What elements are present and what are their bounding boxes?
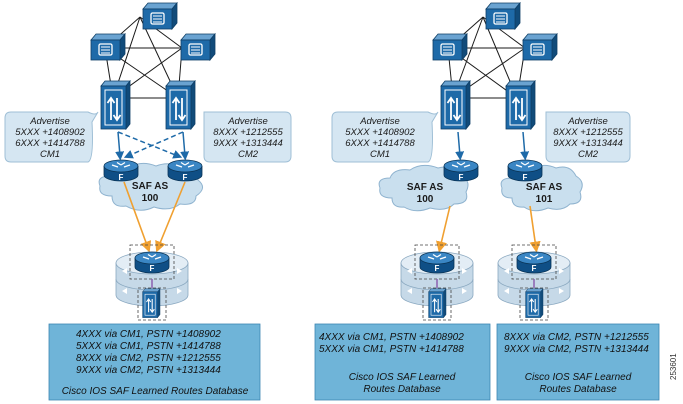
right-callout-cm1-line-3: 6XXX +1414788 [345, 138, 415, 149]
right-db1-line-1: 4XXX via CM1, PSTN +1408902 [319, 332, 464, 343]
right-callout-cm2-line-2: 8XXX +1212555 [553, 127, 623, 138]
right-ring-1-cm-icon [428, 288, 447, 319]
right-saf-as-2-label: SAF AS [526, 182, 563, 193]
right-router-1-letter: F [459, 173, 464, 182]
left-db-line-1: 4XXX via CM1, PSTN +1408902 [76, 329, 221, 340]
right-db2-line-2: 9XXX via CM2, PSTN +1313444 [504, 344, 649, 355]
left-callout-cm1: Advertise 5XXX +1408902 6XXX +1414788 CM… [4, 111, 99, 163]
figure-number: 253601 [669, 353, 678, 380]
right-routes-database-1: 4XXX via CM1, PSTN +1408902 5XXX via CM1… [314, 323, 491, 401]
right-callout-cm2: Advertise 8XXX +1212555 9XXX +1313444 CM… [545, 111, 631, 163]
left-callout-cm2: Advertise 8XXX +1212555 9XXX +1313444 CM… [203, 111, 292, 163]
left-callout-cm1-line-2: 5XXX +1408902 [15, 127, 85, 138]
right-routes-database-2: 8XXX via CM2, PSTN +1212555 9XXX via CM2… [496, 323, 660, 401]
left-callout-cm1-line-3: 6XXX +1414788 [15, 138, 85, 149]
right-ring-2-cm-icon [525, 288, 544, 319]
right-db2-title-2: Routes Database [539, 384, 617, 395]
left-callout-cm2-line-3: 9XXX +1313444 [213, 138, 282, 149]
right-ring-1-router-letter: F [435, 264, 440, 273]
right-db2-title-1: Cisco IOS SAF Learned [525, 372, 632, 383]
left-router-1-letter: F [119, 173, 124, 182]
right-saf-as-1-number: 100 [417, 194, 434, 205]
right-callout-cm2-line-1: Advertise [567, 116, 608, 127]
right-mid-right-server-icon [522, 33, 558, 61]
right-cm2-server-icon [505, 80, 536, 130]
right-ring-2-router-letter: F [532, 264, 537, 273]
left-diagram: Advertise 5XXX +1408902 6XXX +1414788 CM… [4, 2, 292, 401]
left-routes-database: 4XXX via CM1, PSTN +1408902 5XXX via CM1… [48, 323, 261, 401]
right-saf-as-2-number: 101 [536, 194, 553, 205]
left-mid-left-server-icon [90, 33, 126, 61]
right-cm1-server-icon [440, 80, 471, 130]
right-db1-title-1: Cisco IOS SAF Learned [349, 372, 456, 383]
right-saf-as-1-label: SAF AS [407, 182, 444, 193]
right-mid-left-server-icon [432, 33, 468, 61]
right-callout-cm2-line-3: 9XXX +1313444 [553, 138, 622, 149]
left-db-line-2: 5XXX via CM1, PSTN +1414788 [76, 341, 221, 352]
left-cm1-server-icon [100, 80, 131, 130]
left-db-line-4: 9XXX via CM2, PSTN +1313444 [76, 365, 221, 376]
right-callout-cm1: Advertise 5XXX +1408902 6XXX +1414788 CM… [331, 111, 439, 163]
left-mid-right-server-icon [180, 33, 216, 61]
left-saf-as-number: 100 [142, 193, 159, 204]
left-callout-cm2-line-1: Advertise [227, 116, 268, 127]
left-top-server-icon [142, 2, 178, 30]
left-saf-as-label: SAF AS [132, 181, 169, 192]
right-callout-cm1-line-1: Advertise [359, 116, 400, 127]
left-callout-cm1-line-1: Advertise [29, 116, 70, 127]
right-diagram: Advertise 5XXX +1408902 6XXX +1414788 CM… [314, 2, 660, 401]
right-router-2-letter: F [523, 173, 528, 182]
right-callout-cm1-line-4: CM1 [370, 149, 390, 160]
left-callout-cm2-line-2: 8XXX +1212555 [213, 127, 283, 138]
left-db-title: Cisco IOS SAF Learned Routes Database [62, 386, 249, 397]
left-router-2-letter: F [183, 173, 188, 182]
right-db1-title-2: Routes Database [363, 384, 441, 395]
left-ring-cm-icon [142, 288, 161, 319]
right-callout-cm1-line-2: 5XXX +1408902 [345, 127, 415, 138]
right-top-server-icon [485, 2, 521, 30]
left-callout-cm1-line-4: CM1 [40, 149, 60, 160]
left-ring-router-letter: F [150, 264, 155, 273]
left-cm2-server-icon [165, 80, 196, 130]
left-callout-cm2-line-4: CM2 [238, 149, 259, 160]
left-db-line-3: 8XXX via CM2, PSTN +1212555 [76, 353, 221, 364]
right-db2-line-1: 8XXX via CM2, PSTN +1212555 [504, 332, 649, 343]
right-db1-line-2: 5XXX via CM1, PSTN +1414788 [319, 344, 464, 355]
right-callout-cm2-line-4: CM2 [578, 149, 599, 160]
